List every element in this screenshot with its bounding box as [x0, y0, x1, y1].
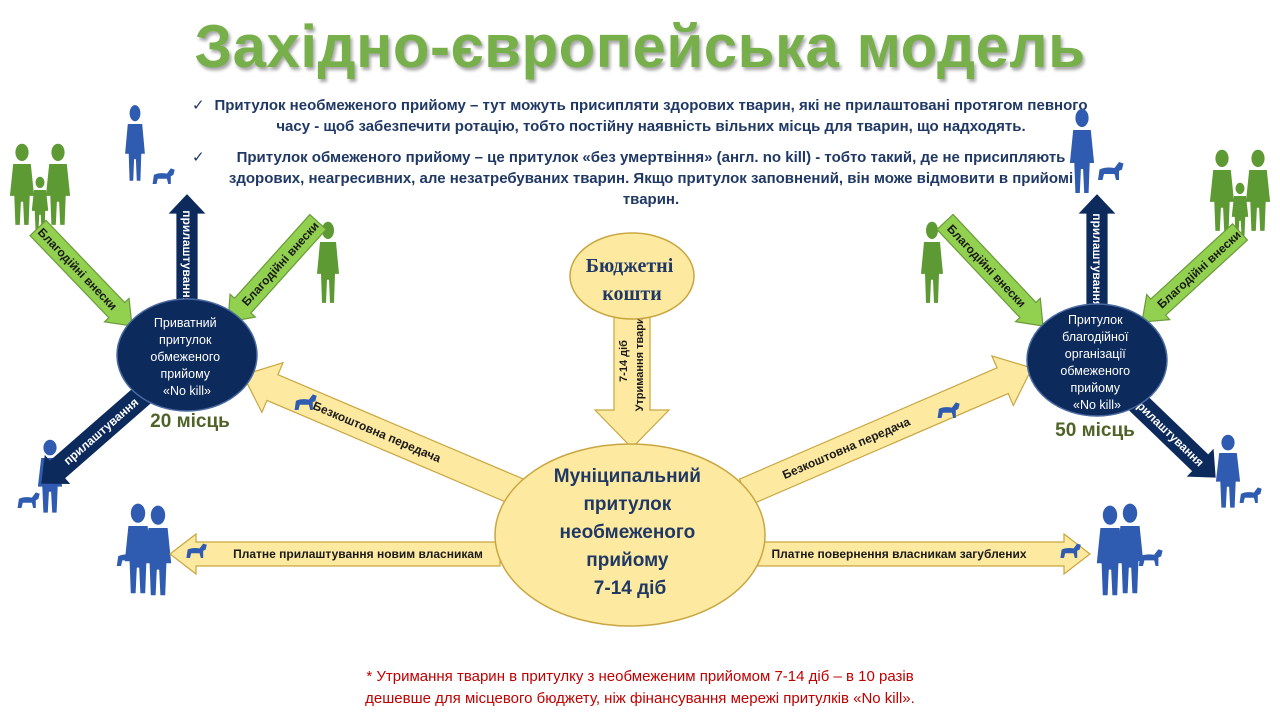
couple-with-dog-silhouette-right — [1096, 503, 1163, 596]
arrow-shape — [227, 213, 328, 323]
donation-arrow-right-2: Благодійні внески — [1141, 223, 1249, 323]
maintenance-days-label: 7-14 діб — [618, 340, 630, 382]
bullet-text: Притулок обмеженого прийому – це притуло… — [228, 149, 1074, 208]
footnote-star: * — [366, 668, 373, 685]
paid-return-label: Платне повернення власникам загублених — [771, 547, 1026, 561]
arrow-shape — [169, 532, 501, 576]
arrow-shape — [29, 219, 133, 327]
adoption-label: прилаштування — [180, 210, 194, 305]
dog-icon — [937, 402, 960, 418]
arrow-shape — [1126, 391, 1216, 478]
arrow-shape — [936, 213, 1044, 327]
paid-adoption-label: Платне прилаштування новим власникам — [233, 547, 483, 561]
dog-icon — [1060, 543, 1081, 558]
slide-title: Західно-європейська модель — [194, 13, 1086, 80]
arrow-shape — [593, 311, 671, 449]
man-with-dog-silhouette-right — [1215, 434, 1262, 508]
node-line: Муніципальний — [554, 466, 701, 487]
footnote-line-2: дешевше для місцевого бюджету, ніж фінан… — [365, 690, 915, 707]
free-transfer-label: Безкоштовна передача — [780, 414, 912, 482]
arrow-shape — [41, 383, 154, 485]
family-silhouette-left — [9, 143, 71, 230]
bullet-unlimited-shelter: ✓ Притулок необмеженого прийому – тут мо… — [192, 95, 1088, 137]
donation-arrow-right-1: Благодійні внески — [936, 213, 1044, 327]
node-line: прийому — [1070, 381, 1120, 395]
node-line: обмеженого — [1060, 364, 1130, 378]
node-line: прийому — [586, 550, 669, 571]
arrow-shape — [738, 354, 1033, 506]
adoption-arrow-down-right: прилаштування — [1126, 391, 1216, 478]
node-line: притулок — [583, 494, 671, 515]
free-transfer-arrow-left: Безкоштовна передача — [242, 361, 525, 506]
node-line: притулок — [159, 333, 212, 347]
maintenance-label: Утримання тварин — [634, 311, 646, 412]
node-line: «No kill» — [1073, 398, 1121, 412]
woman-silhouette-left — [317, 221, 339, 303]
maintenance-arrow: Утримання тварин 7-14 діб — [593, 311, 671, 449]
check-icon: ✓ — [192, 97, 205, 114]
adoption-label: прилаштування — [61, 395, 141, 468]
couple-with-dog-silhouette-left — [116, 503, 172, 596]
svg-text:Приватний притулок: Приватний притулок обмеженого прийому «N… — [150, 316, 223, 398]
svg-text:Муніципальний притулок: Муніципальний притулок необмеженого прий… — [554, 466, 706, 599]
donation-label: Благодійні внески — [944, 222, 1029, 310]
description-bullets: ✓ Притулок необмеженого прийому – тут мо… — [192, 95, 1088, 220]
charity-shelter-node: Притулок благодійної організації обмежен… — [1026, 303, 1168, 417]
node-line: кошти — [602, 283, 662, 305]
donation-arrow-left-2: Благодійні внески — [227, 213, 328, 323]
footnote: * Утримання тварин в притулку з необмеже… — [0, 666, 1280, 710]
dog-icon — [294, 394, 317, 410]
adoption-label: прилаштування — [1090, 213, 1104, 308]
node-line: обмеженого — [150, 350, 220, 364]
arrow-shape — [242, 361, 525, 506]
free-transfer-label: Безкоштовна передача — [311, 399, 443, 466]
adoption-label: прилаштування — [1129, 394, 1207, 470]
municipal-shelter-node: Муніципальний притулок необмеженого прий… — [494, 443, 766, 627]
dog-icon — [186, 543, 207, 558]
budget-funds-node: Бюджетні кошти — [569, 232, 695, 320]
arrow-shape — [1141, 223, 1249, 323]
node-line: 7-14 діб — [594, 578, 666, 599]
donation-label: Благодійні внески — [1154, 228, 1243, 312]
arrow-shape — [757, 532, 1091, 576]
donation-arrow-left-1: Благодійні внески — [29, 219, 133, 327]
walker-with-dog-silhouette — [125, 105, 175, 184]
node-line: Приватний — [154, 316, 217, 330]
svg-text:Притулок благодійної: Притулок благодійної організації обмежен… — [1060, 313, 1133, 412]
private-shelter-node: Приватний притулок обмеженого прийому «N… — [116, 298, 258, 412]
free-transfer-arrow-right: Безкоштовна передача — [738, 354, 1033, 506]
node-line: прийому — [160, 367, 210, 381]
man-with-dog-silhouette-left — [17, 439, 63, 513]
node-line: Притулок — [1068, 313, 1123, 327]
charity-shelter-capacity: 50 місць — [1055, 420, 1135, 441]
paid-return-arrow: Платне повернення власникам загублених — [757, 532, 1091, 576]
private-shelter-capacity: 20 місць — [150, 411, 230, 432]
node-line: організації — [1065, 347, 1126, 361]
donation-label: Благодійні внески — [239, 219, 322, 309]
bullet-limited-shelter: ✓ Притулок обмеженого прийому – це приту… — [192, 147, 1088, 210]
adoption-arrow-down-left: прилаштування — [41, 383, 154, 485]
footnote-line-1: Утримання тварин в притулку з необмежени… — [372, 668, 914, 685]
node-line: благодійної — [1062, 330, 1129, 344]
family-silhouette-right — [1209, 149, 1271, 236]
svg-text:Бюджетні кошти: Бюджетні кошти — [586, 255, 679, 305]
node-line: необмеженого — [560, 522, 696, 543]
node-line: Бюджетні — [586, 255, 674, 277]
paid-adoption-arrow: Платне прилаштування новим власникам — [169, 532, 501, 576]
check-icon: ✓ — [192, 149, 205, 166]
woman-silhouette-right — [921, 221, 943, 303]
bullet-text: Притулок необмеженого прийому – тут можу… — [214, 97, 1088, 135]
donation-label: Благодійні внески — [35, 225, 120, 313]
node-line: «No kill» — [163, 384, 211, 398]
